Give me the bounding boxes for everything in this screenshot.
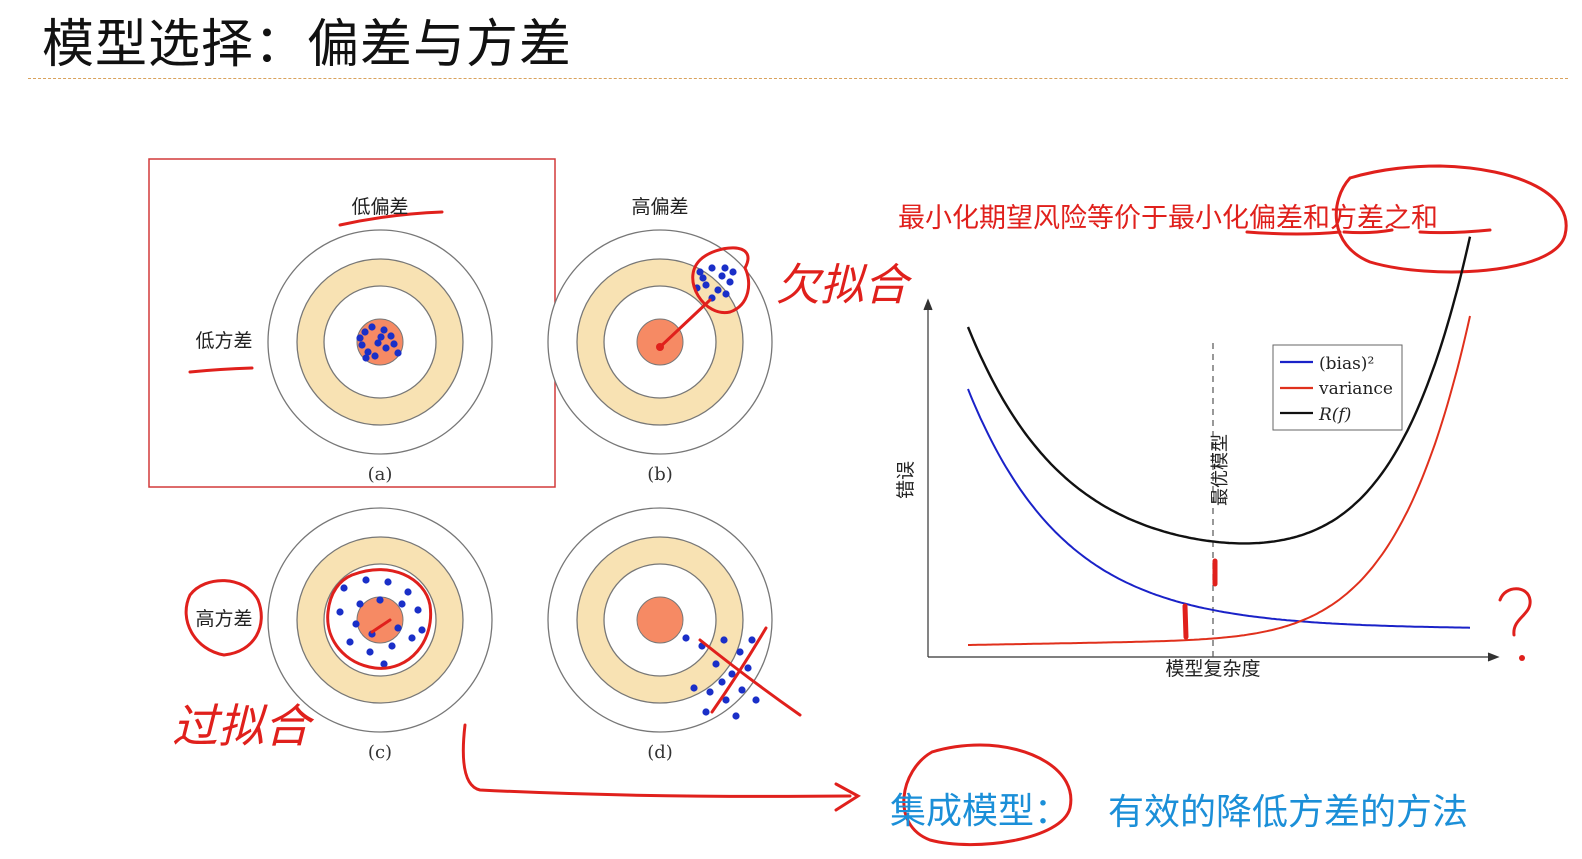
arrow-to-ensemble bbox=[461, 723, 852, 798]
chart-ink-marks bbox=[1182, 558, 1218, 640]
series-line-bias bbox=[967, 388, 1471, 629]
optimal-model-label: 最优模型 bbox=[1210, 434, 1231, 506]
arrowhead-ensemble bbox=[834, 782, 861, 812]
underline-low-variance bbox=[188, 366, 254, 374]
cross-stroke-2 bbox=[710, 626, 768, 714]
question-mark-stroke bbox=[1498, 587, 1532, 637]
legend-label-risk: R(f) bbox=[1318, 405, 1351, 425]
note-min-risk: 最小化期望风险等价于最小化偏差和方差之和 bbox=[898, 203, 1438, 234]
cross-stroke-1 bbox=[698, 638, 802, 717]
circle-cluster-b bbox=[691, 246, 751, 315]
row-label-low-variance: 低方差 bbox=[195, 330, 252, 352]
col-label-low-bias: 低偏差 bbox=[351, 196, 408, 218]
caption-b: (b) bbox=[647, 464, 673, 485]
mark-center-c bbox=[370, 618, 392, 634]
caption-c: (c) bbox=[368, 742, 392, 763]
caption-a: (a) bbox=[368, 464, 393, 485]
caption-d: (d) bbox=[647, 742, 673, 763]
chart-axes bbox=[923, 298, 1500, 662]
target-panel-a bbox=[267, 229, 493, 455]
note-ensemble-desc: 有效的降低方差的方法 bbox=[1108, 792, 1469, 833]
underline-min-3 bbox=[1418, 228, 1492, 235]
legend-label-variance: variance bbox=[1318, 379, 1393, 399]
circle-sum-phrase bbox=[1334, 164, 1568, 274]
col-label-high-bias: 高偏差 bbox=[631, 196, 688, 218]
ink-marks bbox=[184, 164, 1568, 847]
row-label-high-variance: 高方差 bbox=[195, 608, 252, 630]
dots-cluster-a bbox=[356, 323, 402, 362]
question-mark: ? bbox=[1494, 572, 1495, 573]
question-mark-dot bbox=[1519, 655, 1525, 661]
slide-title: 模型选择：偏差与方差 bbox=[42, 15, 573, 75]
target-panel-d bbox=[547, 507, 773, 733]
note-ensemble-term: 集成模型： bbox=[890, 791, 1071, 832]
circle-high-variance bbox=[184, 579, 263, 657]
note-underfit: 欠拟合 bbox=[776, 260, 913, 311]
dots-cluster-b bbox=[693, 264, 737, 302]
dots-cluster-d bbox=[682, 634, 760, 720]
underline-low-bias bbox=[338, 210, 444, 227]
underline-min-1 bbox=[1245, 230, 1342, 236]
x-axis-label: 模型复杂度 bbox=[1165, 658, 1260, 680]
legend-label-bias: (bias)² bbox=[1319, 354, 1374, 374]
title-divider bbox=[28, 78, 1568, 79]
chart-legend: (bias)² variance R(f) bbox=[1272, 344, 1403, 431]
series-line-variance bbox=[968, 315, 1471, 646]
y-axis-label: 错误 bbox=[895, 461, 917, 499]
series-line-risk bbox=[966, 236, 1472, 545]
circle-ensemble-term bbox=[902, 743, 1073, 847]
mark-crossover bbox=[1182, 603, 1189, 640]
x-axis-arrow bbox=[1487, 652, 1500, 662]
y-axis-arrow bbox=[923, 298, 933, 311]
target-panel-c bbox=[267, 507, 493, 733]
note-overfit: 过拟合 bbox=[172, 699, 315, 753]
underline-min-2 bbox=[1342, 228, 1394, 235]
circle-cluster-c bbox=[326, 568, 433, 670]
arrow-center-b bbox=[658, 298, 712, 349]
target-panel-b bbox=[547, 229, 773, 455]
